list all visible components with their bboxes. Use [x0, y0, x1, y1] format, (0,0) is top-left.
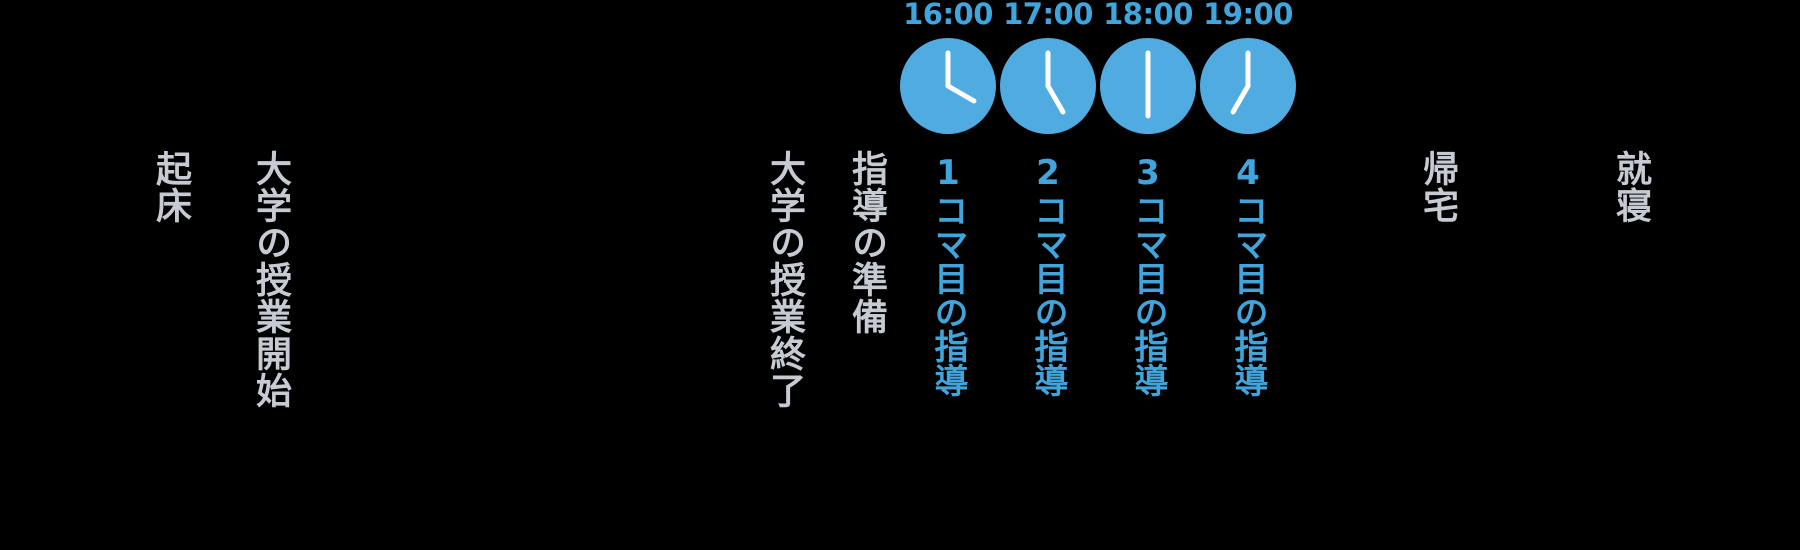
lesson-label: 4コマ目の指導 [1228, 153, 1268, 397]
clock-icon [1000, 38, 1096, 134]
lesson-slot-2: 17:00 2コマ目の指導 [1000, 0, 1096, 550]
event-label-wakeup: 起床 [150, 150, 191, 224]
lesson-label: 3コマ目の指導 [1128, 153, 1168, 397]
clock-icon [900, 38, 996, 134]
lesson-slot-3: 18:00 3コマ目の指導 [1100, 0, 1196, 550]
hour-hand [945, 83, 977, 104]
time-label: 17:00 [1003, 0, 1093, 31]
clock-icon [1200, 38, 1296, 134]
event-label-univ-class-end: 大学の授業終了 [764, 150, 805, 409]
event-label-bedtime: 就寝 [1610, 150, 1651, 224]
lesson-slot-1: 16:00 1コマ目の指導 [900, 0, 996, 550]
time-label: 19:00 [1203, 0, 1293, 31]
lesson-label: 2コマ目の指導 [1028, 153, 1068, 397]
event-label-univ-class-start: 大学の授業開始 [250, 150, 291, 409]
clock-icon [1100, 38, 1196, 134]
time-label: 18:00 [1103, 0, 1193, 31]
hour-hand [1045, 83, 1066, 115]
event-label-return-home: 帰宅 [1417, 150, 1458, 224]
hour-hand [1230, 83, 1251, 115]
event-label-lesson-prep: 指導の準備 [846, 150, 887, 335]
lesson-slot-4: 19:00 4コマ目の指導 [1200, 0, 1296, 550]
time-label: 16:00 [903, 0, 993, 31]
lesson-label: 1コマ目の指導 [928, 153, 968, 397]
